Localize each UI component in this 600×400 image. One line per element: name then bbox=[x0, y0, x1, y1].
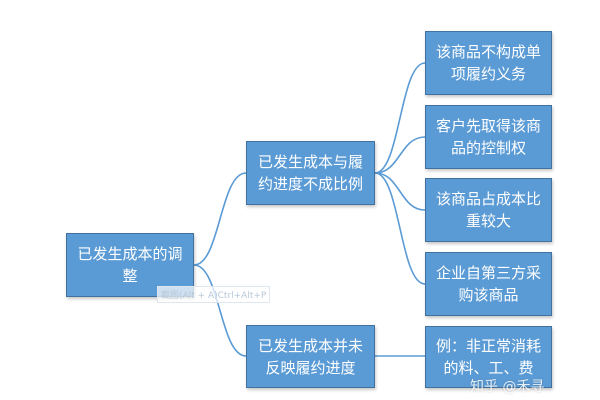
leaf-node-third-party-purchase: 企业自第三方采购该商品 bbox=[425, 252, 552, 316]
watermark: 知乎 @禾寻 bbox=[470, 379, 545, 395]
leaf-node-label: 该商品占成本比重较大 bbox=[435, 190, 541, 230]
leaf-node-large-cost-share: 该商品占成本比重较大 bbox=[425, 178, 552, 242]
branch-node-label: 已发生成本与履约进度不成比例 bbox=[257, 153, 363, 193]
branch-node-cost-not-reflecting-progress: 已发生成本并未反映履约进度 bbox=[246, 325, 375, 388]
leaf-node-customer-control-first: 客户先取得该商品的控制权 bbox=[425, 105, 552, 169]
connector-branch-1-to-leaf-1 bbox=[374, 62, 426, 174]
screenshot-hint: 截图(Alt + A)Ctrl+Alt+P bbox=[157, 286, 271, 303]
connector-branch-1-to-leaf-4 bbox=[374, 172, 426, 285]
leaf-node-label: 企业自第三方采购该商品 bbox=[435, 264, 541, 304]
connector-root-to-branch-2 bbox=[193, 264, 247, 357]
connector-root-to-branch-1 bbox=[193, 172, 247, 266]
branch-node-label: 已发生成本并未反映履约进度 bbox=[257, 336, 363, 377]
leaf-node-label: 客户先取得该商品的控制权 bbox=[435, 117, 541, 157]
root-node-label: 已发生成本的调整 bbox=[77, 245, 183, 285]
leaf-node-label: 该商品不构成单项履约义务 bbox=[435, 43, 541, 83]
connector-branch-1-to-leaf-3 bbox=[374, 172, 426, 211]
leaf-node-abnormal-consumption-example: 例：非正常消耗的料、工、费 bbox=[425, 326, 552, 388]
leaf-node-not-separate-obligation: 该商品不构成单项履约义务 bbox=[425, 31, 552, 95]
branch-node-disproportionate-cost: 已发生成本与履约进度不成比例 bbox=[246, 141, 375, 205]
connector-branch-1-to-leaf-2 bbox=[374, 136, 426, 174]
leaf-node-label: 例：非正常消耗的料、工、费 bbox=[435, 337, 541, 377]
